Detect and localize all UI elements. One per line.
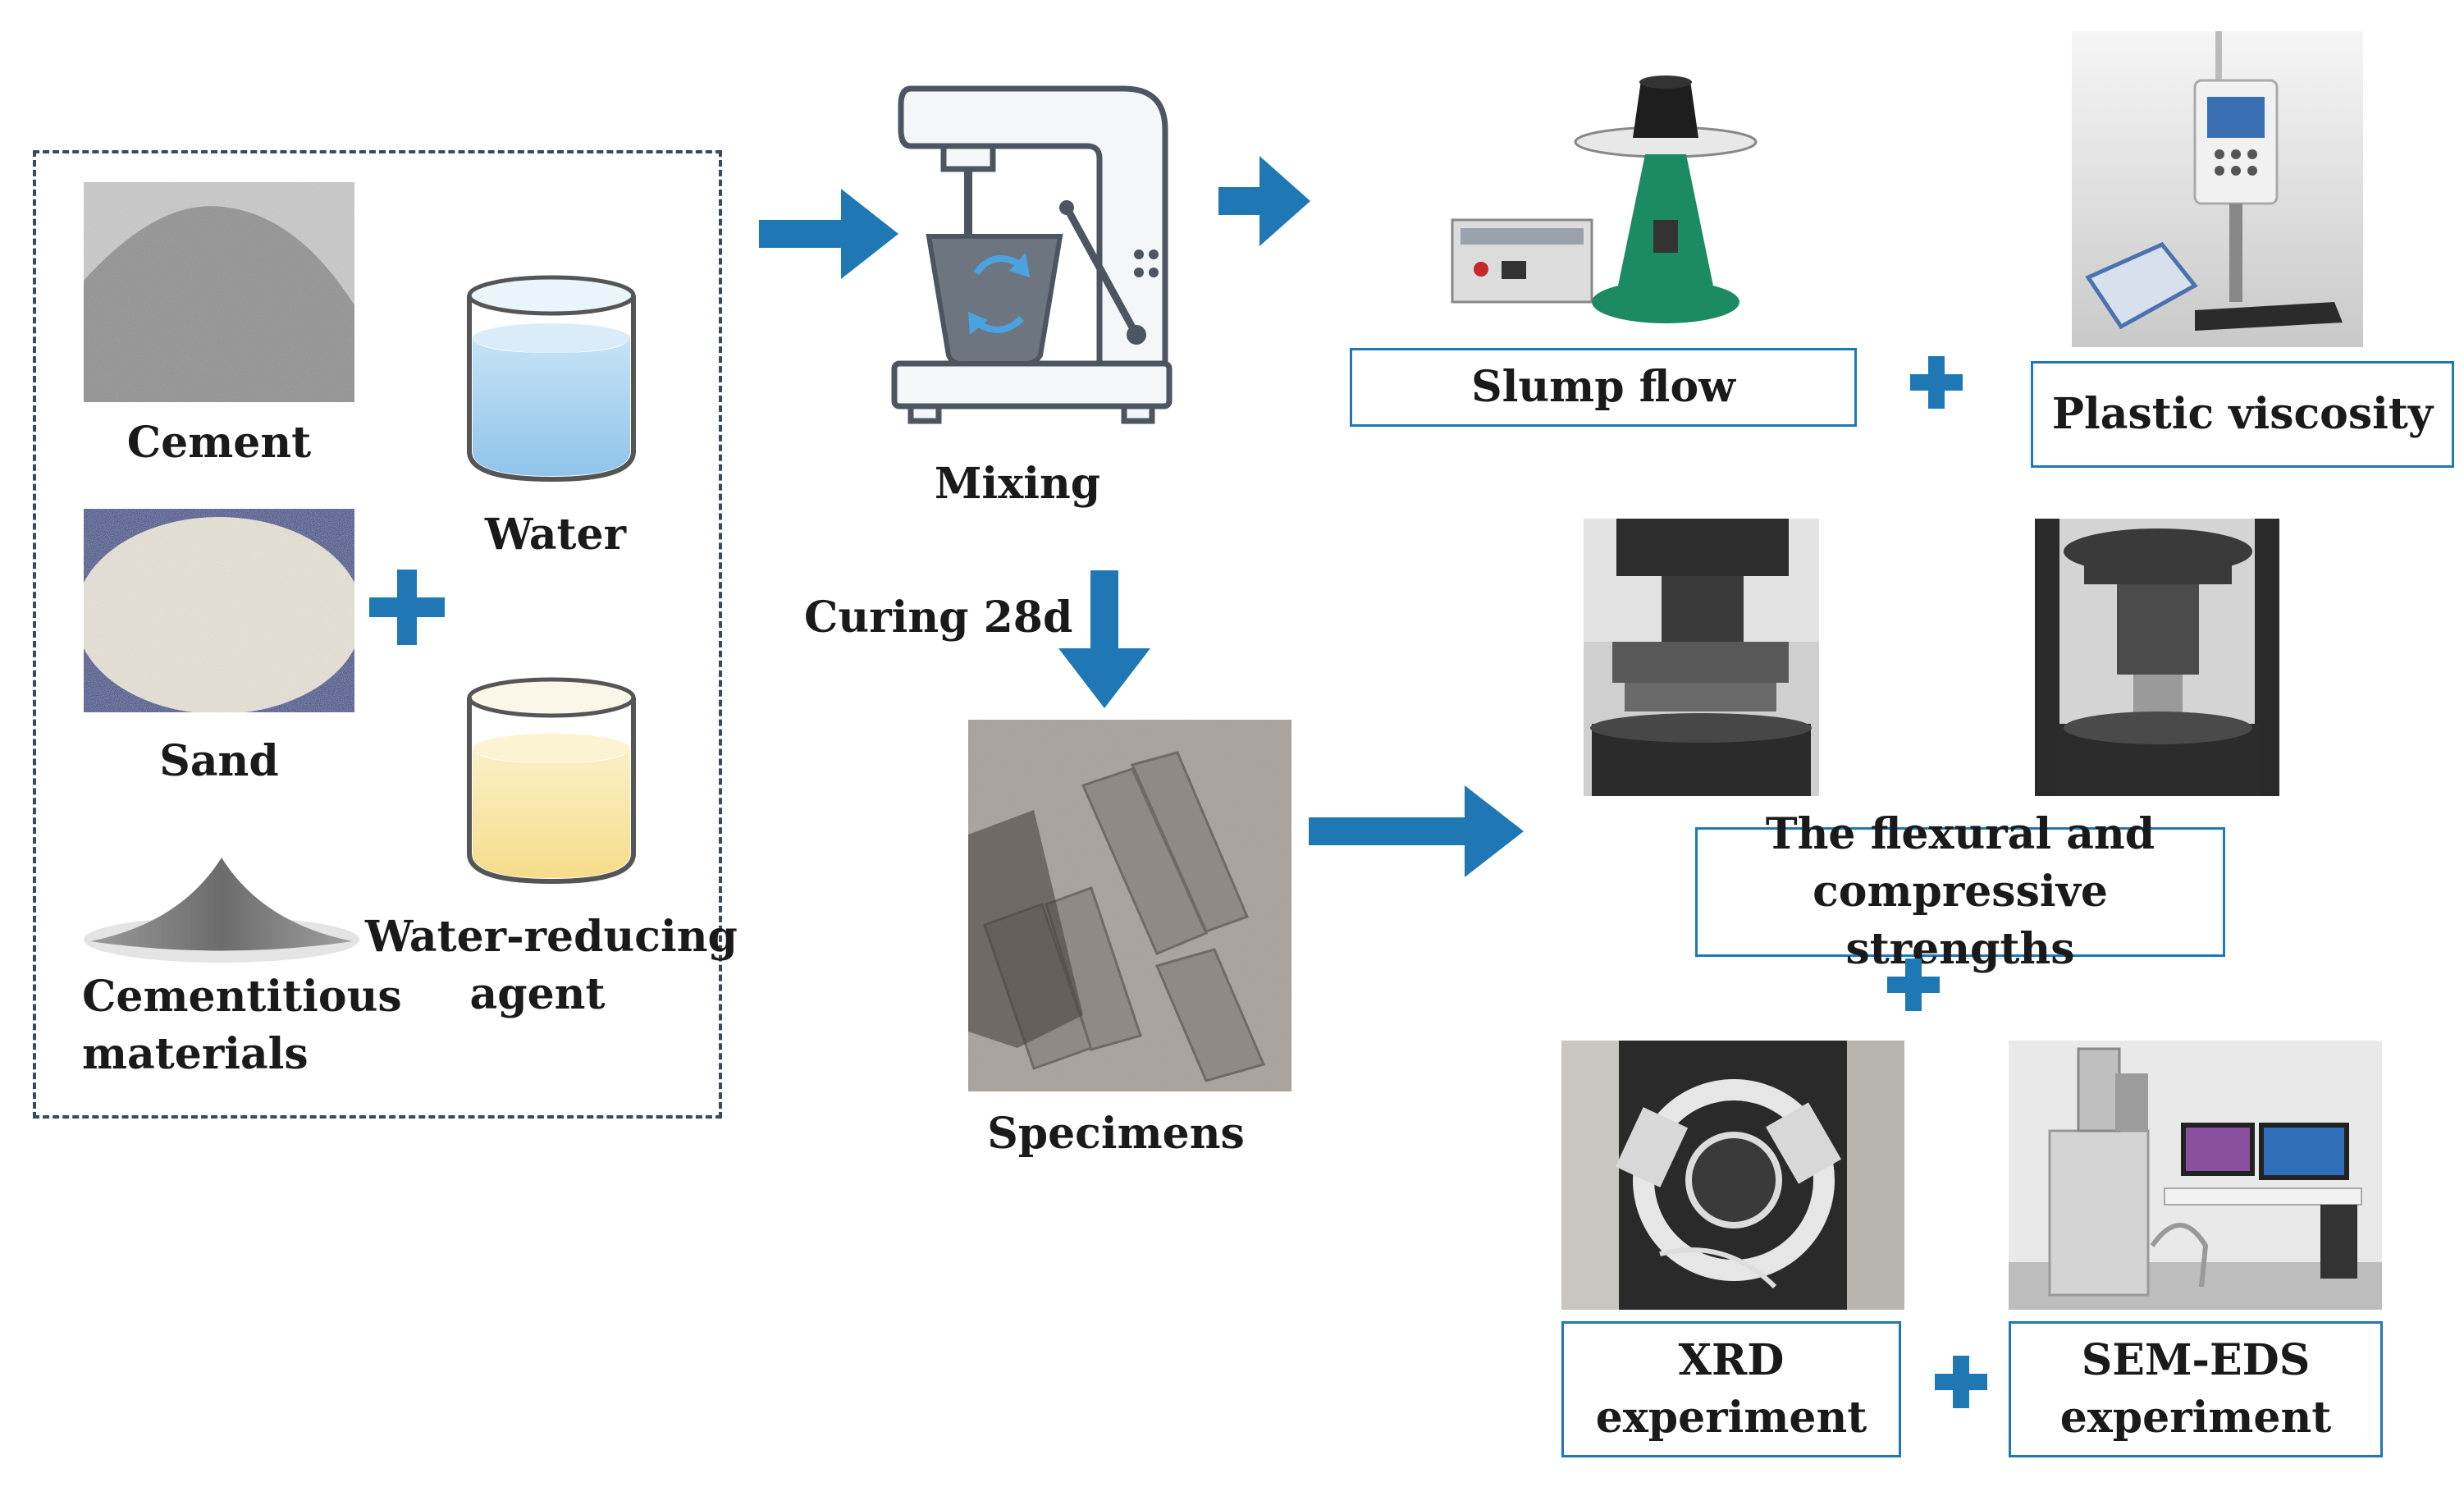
strength-label-1: The flexural and [1765, 809, 2155, 859]
strength-label-2: compressive strengths [1813, 867, 2108, 974]
arrow-down-icon-curing [1058, 570, 1150, 708]
sem-eds-photo [2009, 1041, 2382, 1310]
slump-flow-label: Slump flow [1471, 362, 1735, 412]
sem-eds-box: SEM-EDS experiment [2009, 1321, 2383, 1457]
xrd-label-1: XRD [1678, 1335, 1785, 1385]
mixing-label: Mixing [934, 459, 1101, 509]
arrow-right-icon-to-tests [1309, 785, 1524, 877]
xrd-box: XRD experiment [1561, 1321, 1901, 1457]
xrd-label-2: experiment [1595, 1393, 1867, 1443]
water-beaker-icon [467, 275, 636, 483]
mixer-icon [891, 85, 1173, 424]
cementitious-materials-label-1: Cementitious [82, 972, 402, 1022]
specimens-label: Specimens [987, 1109, 1245, 1159]
arrow-right-icon-to-rheology [1218, 156, 1310, 246]
compressive-test-photo [2035, 519, 2279, 796]
cement-label: Cement [126, 418, 312, 468]
materials-group [33, 150, 722, 1119]
cement-photo [84, 182, 354, 402]
water-reducing-agent-label-2: agent [469, 969, 606, 1019]
water-label: Water [484, 510, 627, 560]
water-reducing-agent-beaker-icon [467, 677, 636, 885]
plus-icon-characterization [1935, 1356, 1987, 1408]
specimens-photo [968, 720, 1291, 1091]
cementitious-materials-label-2: materials [82, 1029, 309, 1079]
sand-label: Sand [159, 736, 279, 786]
sem-eds-label-1: SEM-EDS [2081, 1335, 2311, 1385]
plus-icon-rheology [1910, 356, 1963, 409]
slump-flow-box: Slump flow [1350, 348, 1857, 427]
flexural-test-photo [1584, 519, 1819, 796]
plus-icon-materials [369, 570, 445, 645]
cementitious-materials-pile [84, 858, 359, 963]
arrow-right-icon-to-mixer [759, 189, 898, 279]
xrd-photo [1561, 1041, 1904, 1310]
slump-flow-apparatus [1451, 75, 1758, 323]
sem-eds-label-2: experiment [2059, 1393, 2332, 1443]
sand-photo [84, 509, 354, 712]
strength-box: The flexural and compressive strengths [1695, 809, 2225, 974]
plus-icon-strength [1887, 959, 1940, 1011]
plastic-viscosity-label: Plastic viscosity [2051, 389, 2434, 439]
plastic-viscosity-box: Plastic viscosity [2031, 361, 2454, 468]
curing-label: Curing 28d [804, 593, 1073, 643]
viscometer-photo [2072, 31, 2363, 347]
water-reducing-agent-label-1: Water-reducing [365, 912, 738, 962]
